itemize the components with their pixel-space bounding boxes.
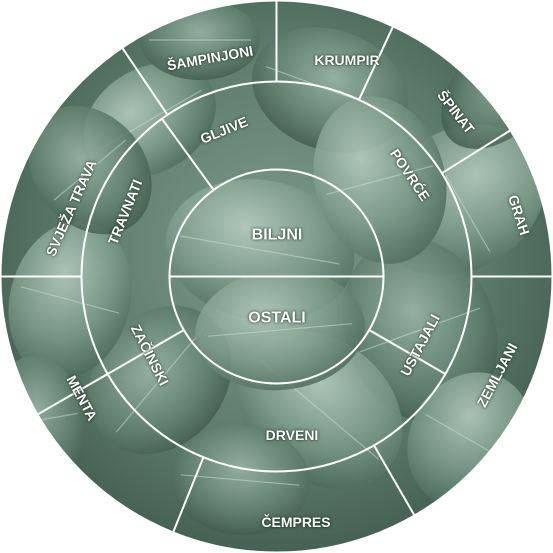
center-label-biljni: BILJNI xyxy=(252,227,303,244)
center-label-ostali: OSTALI xyxy=(248,310,305,327)
label-cempres: ČEMPRES xyxy=(261,513,330,530)
label-drveni: DRVENI xyxy=(266,427,319,443)
label-krumpir: KRUMPIR xyxy=(314,52,379,68)
